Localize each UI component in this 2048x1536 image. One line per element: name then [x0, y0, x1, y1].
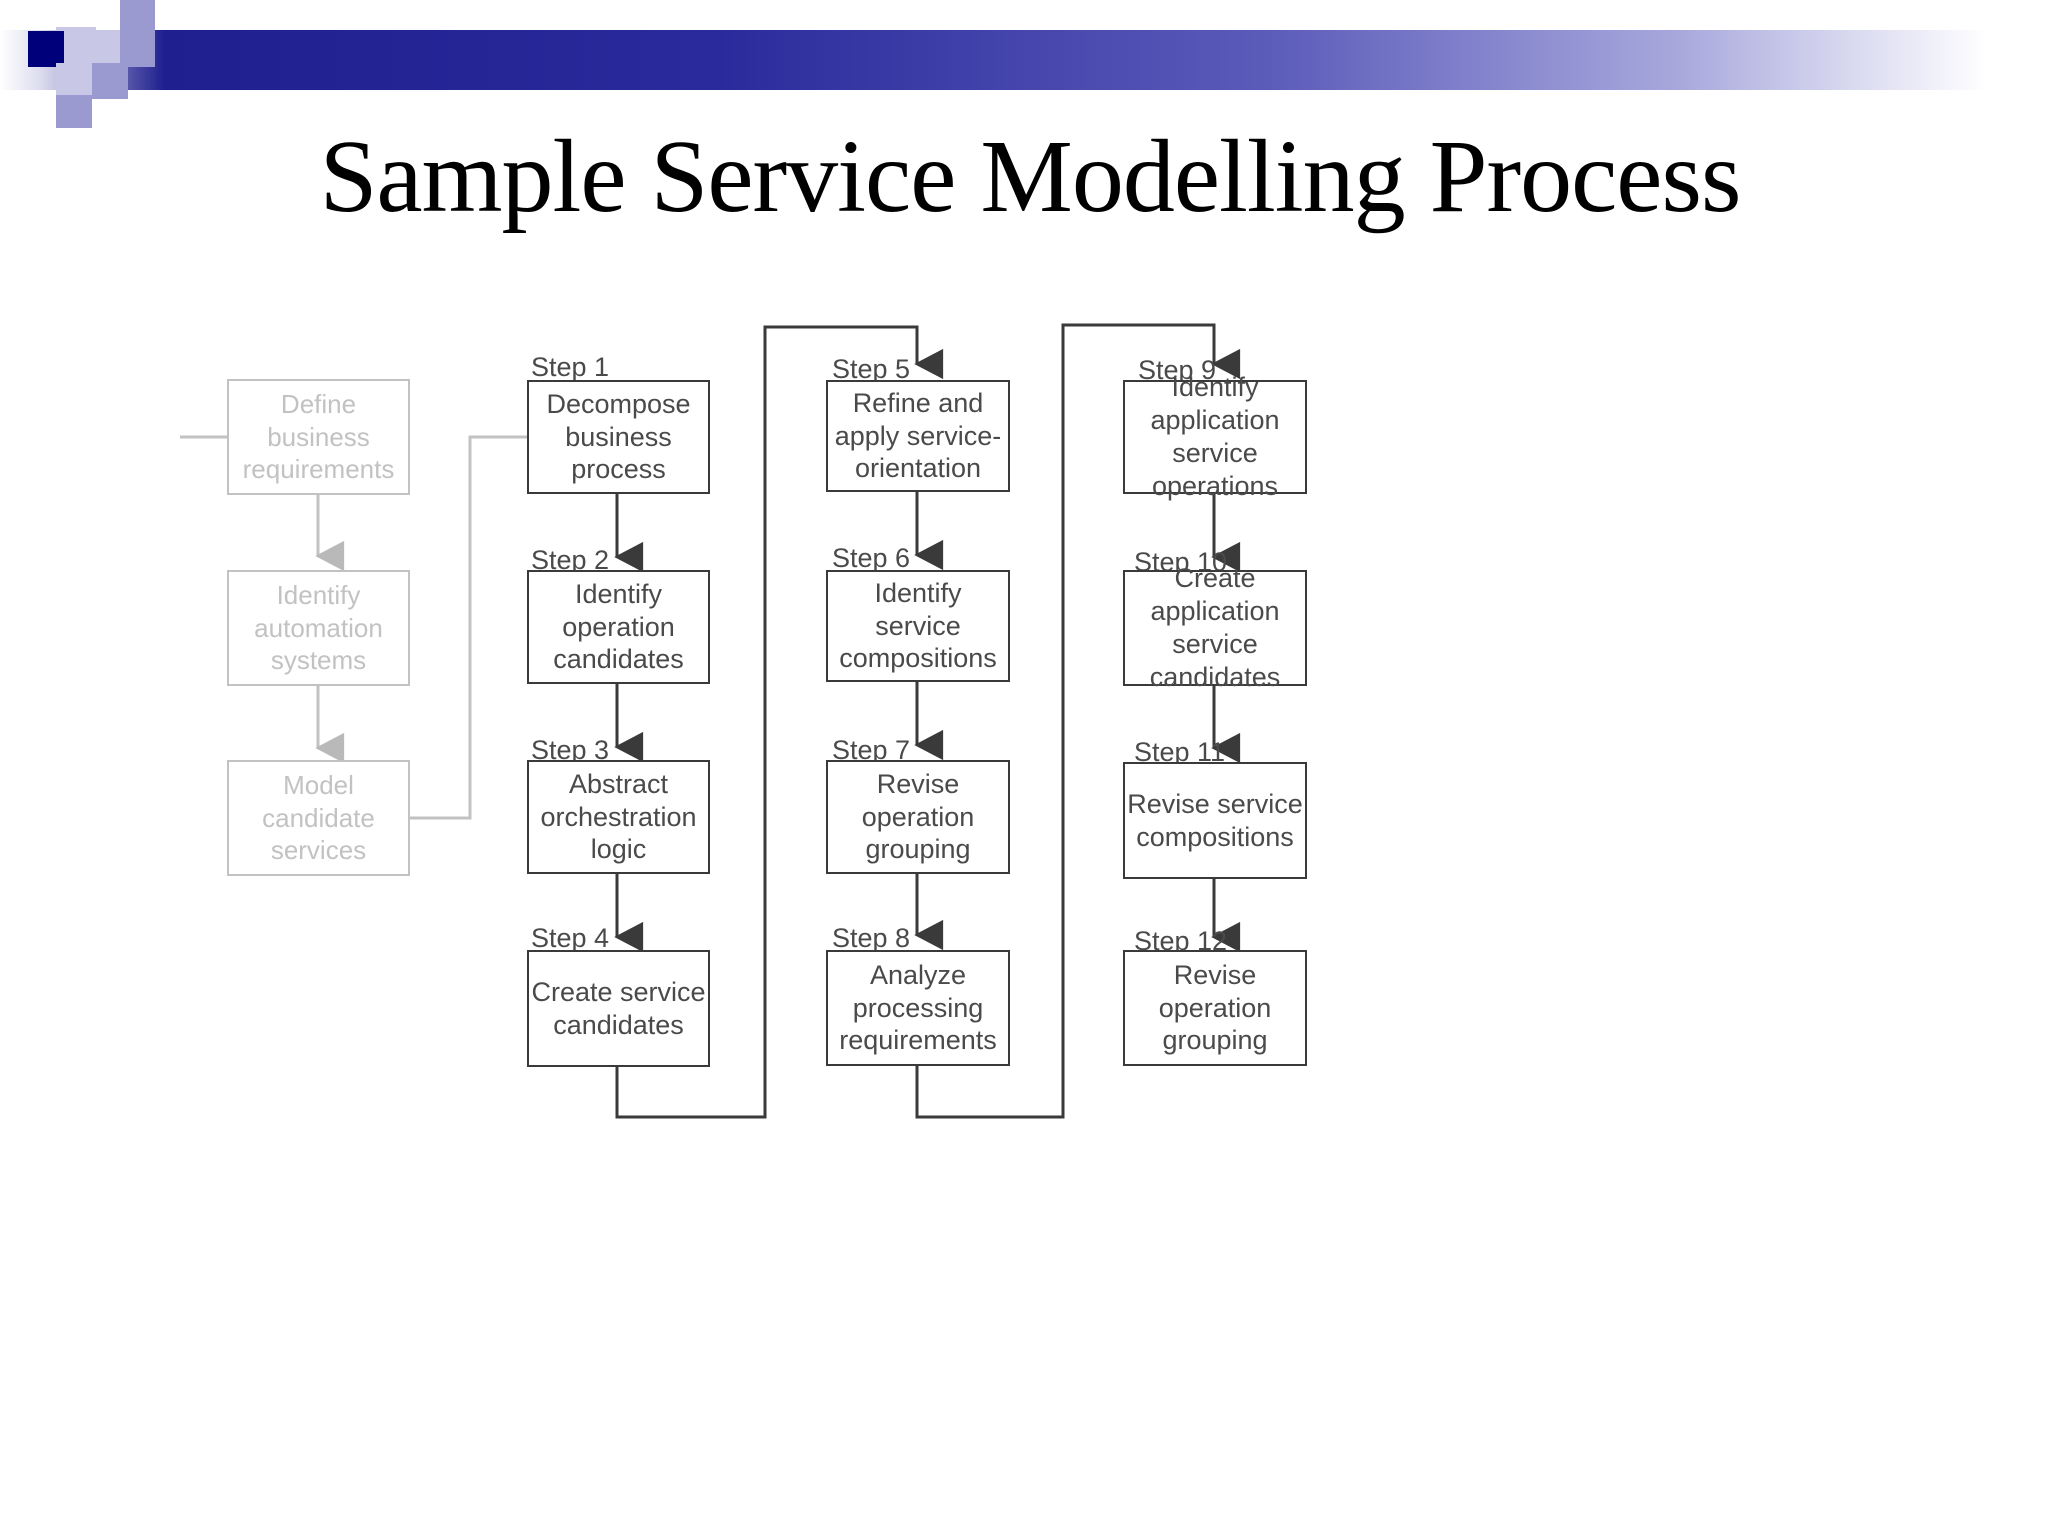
node-label: Create application service candidates	[1149, 563, 1281, 692]
node-label: Analyze processing requirements	[839, 959, 997, 1056]
node-step-4[interactable]: Create service candidates	[527, 950, 710, 1067]
node-step-11[interactable]: Revise service compositions	[1123, 762, 1307, 879]
deco-square-dark-1	[28, 31, 64, 67]
deco-square-mid-3	[92, 63, 128, 99]
node-label: Revise operation grouping	[1158, 959, 1272, 1056]
node-step-8[interactable]: Analyze processing requirements	[826, 950, 1010, 1066]
step-label-6: Step 6	[832, 543, 911, 573]
node-label: Define business requirements	[242, 389, 395, 485]
deco-square-light-3	[56, 63, 92, 99]
node-step-6[interactable]: Identify service compositions	[826, 570, 1010, 682]
node-label: Identify automation systems	[254, 580, 383, 676]
node-step-9[interactable]: Identify application service operations	[1123, 372, 1307, 501]
node-step-5[interactable]: Refine and apply service-orientation	[826, 380, 1010, 492]
node-label: Abstract orchestration logic	[540, 768, 697, 865]
node-label: Refine and apply service-orientation	[834, 387, 1002, 484]
node-step-2[interactable]: Identify operation candidates	[527, 570, 710, 684]
node-identify-automation-systems[interactable]: Identify automation systems	[227, 570, 410, 686]
node-label: Identify service compositions	[839, 577, 997, 674]
node-step-1[interactable]: Decompose business process	[527, 380, 710, 494]
node-step-12[interactable]: Revise operation grouping	[1123, 950, 1307, 1066]
page-title: Sample Service Modelling Process	[319, 119, 1742, 234]
node-label: Identify application service operations	[1150, 372, 1280, 501]
step-label-4: Step 4	[531, 923, 610, 953]
step-label-1: Step 1	[531, 352, 610, 382]
deco-square-mid-1	[120, 0, 155, 32]
deco-square-mid-2	[120, 31, 155, 67]
node-step-10[interactable]: Create application service candidates	[1123, 563, 1307, 692]
step-label-8: Step 8	[832, 923, 911, 953]
node-define-business-requirements[interactable]: Define business requirements	[227, 379, 410, 495]
node-label: Model candidate services	[262, 770, 375, 866]
node-step-3[interactable]: Abstract orchestration logic	[527, 760, 710, 874]
node-label: Decompose business process	[546, 388, 691, 485]
node-label: Create service candidates	[531, 976, 706, 1040]
header-gradient-bar	[0, 30, 2048, 90]
node-label: Revise operation grouping	[861, 768, 975, 865]
slide-header-decoration	[0, 0, 2048, 130]
step-label-5: Step 5	[832, 354, 911, 384]
node-model-candidate-services[interactable]: Model candidate services	[227, 760, 410, 876]
node-label: Revise service compositions	[1127, 788, 1303, 852]
deco-square-mid-4	[56, 95, 92, 128]
node-label: Identify operation candidates	[553, 578, 684, 675]
node-step-7[interactable]: Revise operation grouping	[826, 760, 1010, 874]
